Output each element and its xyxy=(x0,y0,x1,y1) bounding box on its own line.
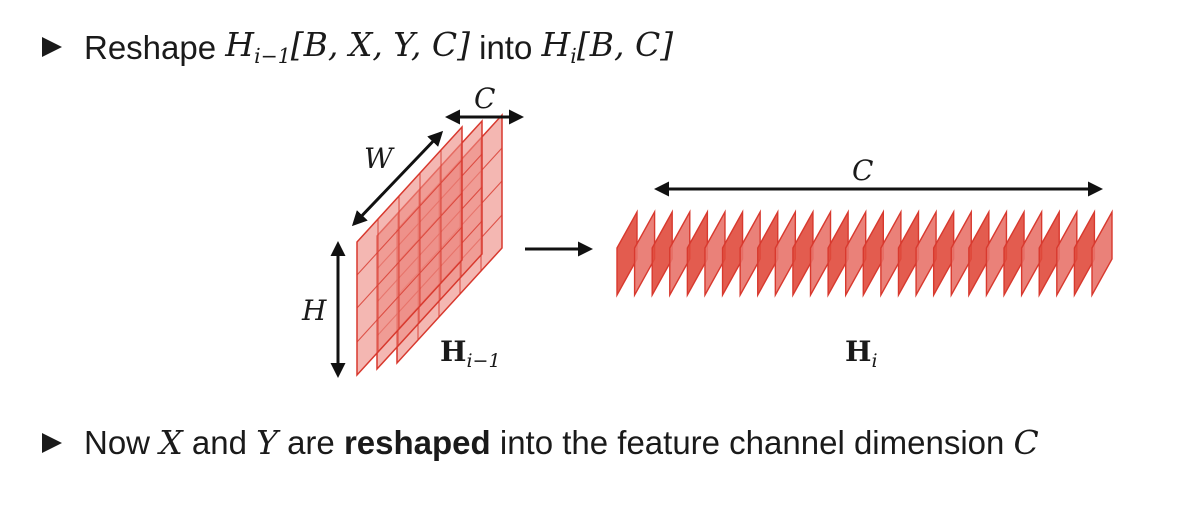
bullet2-are: are xyxy=(287,424,335,461)
bullet2-and: and xyxy=(191,424,247,461)
bullet2-bold-word: reshaped xyxy=(343,424,491,461)
bullet-triangle-icon xyxy=(42,432,62,453)
right-tensor-label: Hi xyxy=(845,335,878,372)
width-dimension-arrow xyxy=(351,130,444,227)
bullet2-prefix: Now xyxy=(84,424,151,461)
var-x: X xyxy=(159,423,183,462)
right-tensor xyxy=(616,209,1113,298)
h-cur-symbol: Hi[B, C] xyxy=(541,25,674,69)
bullet1-text: Reshape xyxy=(84,28,217,66)
right-slice xyxy=(1091,209,1113,298)
right-channel-label: C xyxy=(852,154,873,187)
h-prev-symbol: Hi−1[B, X, Y, C] xyxy=(225,25,470,69)
var-c: C xyxy=(1013,423,1039,462)
bullet-reshape: Reshape Hi−1[B, X, Y, C] into Hi[B, C] xyxy=(42,28,673,67)
bullet2-suffix: into the feature channel dimension xyxy=(499,424,1005,461)
left-channel-label: C xyxy=(474,82,495,115)
bullet-now: Now X and Y are reshaped into the featur… xyxy=(42,426,1039,459)
left-tensor-label: Hi−1 xyxy=(440,335,501,372)
width-label: W xyxy=(364,142,395,175)
bullet1-into: into xyxy=(479,28,533,66)
bullet-triangle-icon xyxy=(42,37,62,58)
height-label: H xyxy=(301,294,327,327)
var-y: Y xyxy=(256,423,278,462)
